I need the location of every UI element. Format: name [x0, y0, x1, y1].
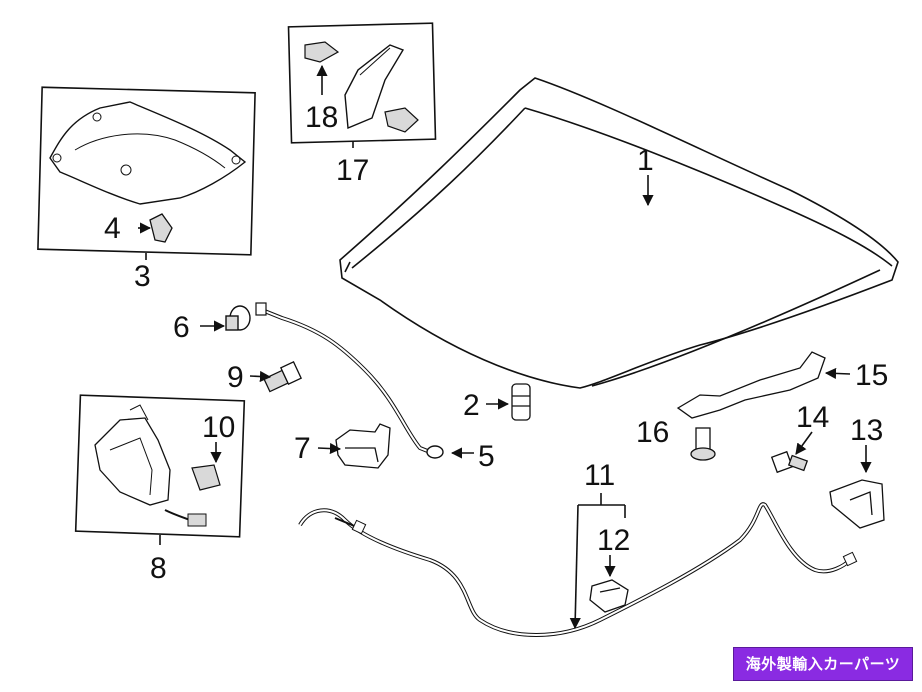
hood-hinge-15 — [676, 351, 851, 419]
insulator-clip — [149, 213, 173, 243]
latch-switch-10 — [191, 464, 221, 491]
callout-8: 8 — [150, 552, 167, 585]
callout-10: 10 — [202, 411, 235, 444]
ornament-clip-lower — [384, 107, 419, 133]
callout-2: 2 — [463, 389, 480, 422]
latch-box — [74, 394, 246, 545]
callout-11: 11 — [584, 459, 615, 492]
insulator-panel — [49, 101, 247, 205]
ornament-clip-upper — [304, 41, 340, 63]
nut-14 — [770, 431, 813, 474]
ornament-box — [287, 22, 437, 148]
striker-13 — [829, 445, 885, 529]
hood-bumper-6 — [200, 305, 251, 332]
insulator-box — [37, 86, 256, 260]
bumper-stop-2 — [486, 383, 531, 421]
hood-ornament — [344, 44, 405, 130]
callout-6: 6 — [173, 311, 190, 344]
callout-17: 17 — [336, 154, 369, 187]
callout-1: 1 — [637, 144, 654, 177]
callout-4: 4 — [104, 212, 121, 245]
prop-rod-5 — [255, 302, 474, 459]
release-handle-12 — [589, 555, 629, 613]
callout-18: 18 — [305, 101, 338, 134]
bolt-16 — [690, 427, 716, 461]
hood-panel — [339, 77, 899, 389]
callout-14: 14 — [796, 401, 829, 434]
bolt-9 — [249, 361, 303, 393]
hood-latch — [94, 417, 171, 506]
callout-7: 7 — [294, 432, 311, 465]
latch-bracket-7 — [317, 423, 391, 469]
callout-12: 12 — [597, 524, 630, 557]
callout-5: 5 — [478, 440, 495, 473]
callout-3: 3 — [134, 260, 151, 293]
callout-9: 9 — [227, 361, 244, 394]
watermark-badge: 海外製輸入カーパーツ — [733, 647, 913, 681]
callout-16: 16 — [636, 416, 669, 449]
release-cable-11 — [298, 493, 858, 637]
callout-15: 15 — [855, 359, 888, 392]
callout-13: 13 — [850, 414, 883, 447]
